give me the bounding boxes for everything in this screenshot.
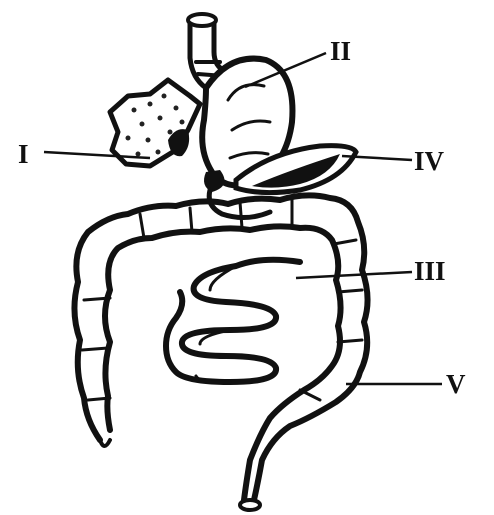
leader-line-III (296, 272, 412, 278)
label-III: III (414, 256, 446, 286)
large-intestine (74, 195, 367, 510)
liver (110, 80, 200, 166)
label-I: I (18, 139, 29, 169)
small-intestine (166, 260, 300, 382)
label-V: V (446, 369, 466, 399)
label-IV: IV (414, 146, 445, 176)
label-II: II (330, 36, 351, 66)
